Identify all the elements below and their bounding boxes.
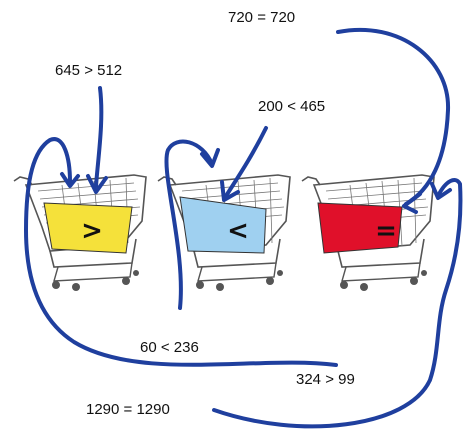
cart-2-symbol: < <box>227 216 249 246</box>
arrow-645-512 <box>96 88 101 186</box>
label-1290-1290: 1290 = 1290 <box>86 402 170 417</box>
cart-1-symbol: > <box>81 216 103 246</box>
cart-2-panel <box>180 197 266 253</box>
label-324-99: 324 > 99 <box>296 372 355 387</box>
arrow-324-99 <box>26 139 336 365</box>
cart-3: = <box>302 175 434 291</box>
label-200-465: 200 < 465 <box>258 99 325 114</box>
label-645-512: 645 > 512 <box>55 63 122 78</box>
label-720-720: 720 = 720 <box>228 10 295 25</box>
label-60-236: 60 < 236 <box>140 340 199 355</box>
cart-1: > <box>14 175 146 291</box>
cart-3-symbol: = <box>375 216 397 246</box>
